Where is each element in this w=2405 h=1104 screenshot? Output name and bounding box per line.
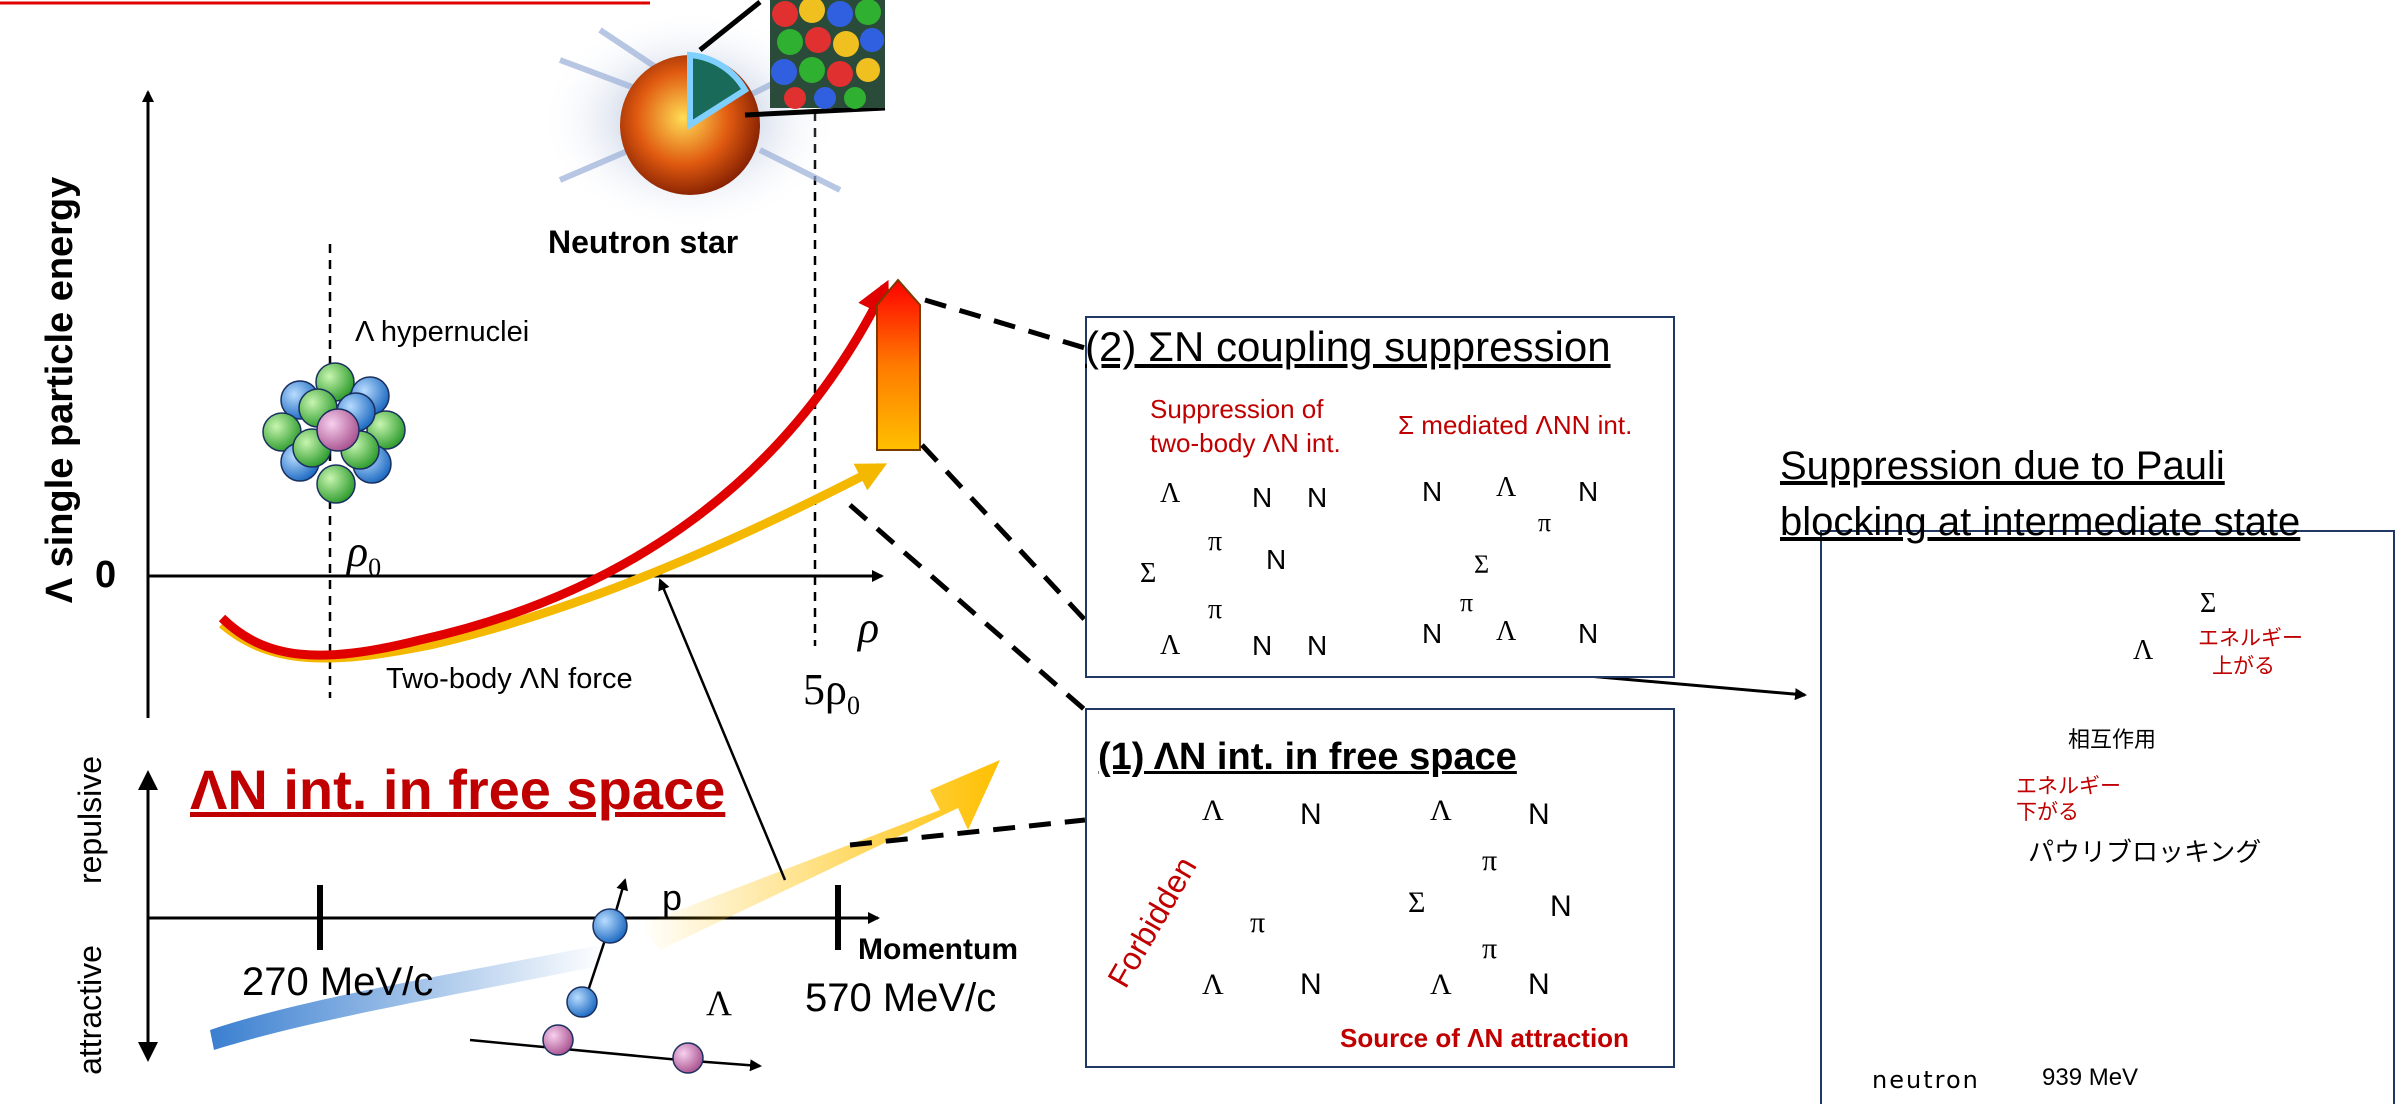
pauli-box — [1820, 530, 2395, 1104]
two-body-force-label: Two-body ΛN force — [386, 663, 633, 695]
free-space-box — [1085, 708, 1675, 1068]
d1-top-n1: N — [1252, 482, 1273, 513]
tick-270-label: 270 MeV/c — [242, 960, 434, 1004]
neutron-star-image — [540, 0, 886, 230]
f2-pi-bot: π — [1482, 932, 1498, 965]
d1-bot-lambda: Λ — [1160, 630, 1181, 661]
d2-bot-lambda: Λ — [1496, 616, 1517, 647]
f2-n-mid: N — [1550, 890, 1572, 923]
hypernucleus-icon — [262, 362, 406, 504]
sigma-coupling-title: (2) ΣN coupling suppression — [1085, 323, 1611, 370]
energy-increase-bar — [876, 278, 921, 451]
link-arrow-up — [658, 578, 787, 881]
interaction-label: 相互作用 — [2068, 728, 2157, 753]
repulsive-arrowhead — [138, 770, 158, 790]
d2-top-n2: N — [1578, 476, 1599, 507]
d2-bot-n2: N — [1578, 618, 1599, 649]
zero-label: 0 — [95, 554, 117, 596]
connector-yellow-box1 — [849, 817, 1086, 848]
d1-top-n2: N — [1307, 482, 1328, 513]
f1-bot-n: N — [1300, 968, 1322, 1001]
f2-sigma: Σ — [1408, 886, 1426, 919]
f1-bot-lambda: Λ — [1202, 968, 1224, 1001]
energy-up-1: エネルギー — [2198, 626, 2303, 650]
sigma-coupling-box — [1085, 316, 1675, 678]
energy-down-2: 下がる — [2016, 800, 2079, 824]
hypernuclei-label: Λ hypernuclei — [355, 316, 530, 348]
pauli-blocking-label: パウリブロッキング — [2028, 838, 2262, 868]
sigma-mediated-caption: Σ mediated ΛNN int. — [1398, 410, 1633, 440]
lambda-particle-label: Λ — [706, 983, 733, 1023]
blue-gradient-band — [210, 945, 604, 1050]
rho0-label: ρ0 — [347, 527, 382, 582]
rho-label: ρ — [858, 603, 880, 652]
suppression-caption-1: Suppression of — [1150, 394, 1324, 424]
momentum-label: Momentum — [858, 933, 1018, 966]
d1-n-mid: N — [1266, 544, 1287, 575]
energy-939-label: 939 MeV — [2042, 1064, 2139, 1091]
d2-bot-n1: N — [1422, 618, 1443, 649]
f2-bot-lambda: Λ — [1430, 968, 1452, 1001]
five-rho0-label: 5ρ0 — [803, 665, 860, 720]
d1-bot-n2: N — [1307, 630, 1328, 661]
d2-top-n1: N — [1422, 476, 1443, 507]
yellow-gradient-arrow — [640, 760, 1000, 950]
d1-bot-n1: N — [1252, 630, 1273, 661]
repulsive-label: repulsive — [72, 755, 108, 885]
neutron-star-label: Neutron star — [548, 224, 739, 260]
pauli-sigma-label: Σ — [2200, 588, 2217, 619]
pauli-title-1: Suppression due to Pauli — [1780, 444, 2225, 488]
connector-bar-box2 — [924, 297, 1086, 351]
attractive-arrowhead — [138, 1042, 158, 1062]
f2-top-n: N — [1528, 798, 1550, 831]
f1-top-n: N — [1300, 798, 1322, 831]
connector-curve-box1 — [848, 503, 1087, 712]
d1-sigma: Σ — [1140, 558, 1157, 589]
pauli-lambda-label: Λ — [2133, 635, 2154, 666]
d1-top-lambda: Λ — [1160, 478, 1181, 509]
suppression-caption-2: two-body ΛN int. — [1150, 428, 1341, 458]
d2-top-lambda: Λ — [1496, 472, 1517, 503]
scattering-sketch — [469, 878, 762, 1074]
red-energy-curve — [218, 279, 890, 660]
free-space-title: ΛN int. in free space — [190, 758, 726, 821]
f1-pi: π — [1250, 906, 1266, 939]
source-label: Source of ΛN attraction — [1340, 1023, 1629, 1053]
neutron-label: neutron — [1872, 1066, 1980, 1094]
free-space-box-title: (1) ΛN int. in free space — [1098, 736, 1517, 778]
pauli-title-2: blocking at intermediate state — [1780, 500, 2301, 544]
d1-pi-top: π — [1208, 526, 1223, 557]
energy-down-1: エネルギー — [2016, 774, 2121, 798]
attractive-label: attractive — [72, 945, 108, 1075]
d1-pi-bot: π — [1208, 594, 1223, 625]
f2-bot-n: N — [1528, 968, 1550, 1001]
tick-570-label: 570 MeV/c — [805, 976, 997, 1020]
d2-sigma: Σ — [1474, 550, 1490, 579]
energy-axis-label: Λ single particle energy — [39, 176, 81, 604]
proton-label: p — [662, 877, 683, 918]
connector-bar-box2-b — [920, 443, 1087, 622]
f2-pi-top: π — [1482, 844, 1498, 877]
d2-pi-right: π — [1538, 508, 1552, 537]
d2-pi-left: π — [1460, 588, 1474, 617]
f1-top-lambda: Λ — [1202, 794, 1224, 827]
f2-top-lambda: Λ — [1430, 794, 1452, 827]
energy-up-2: 上がる — [2212, 654, 2275, 678]
